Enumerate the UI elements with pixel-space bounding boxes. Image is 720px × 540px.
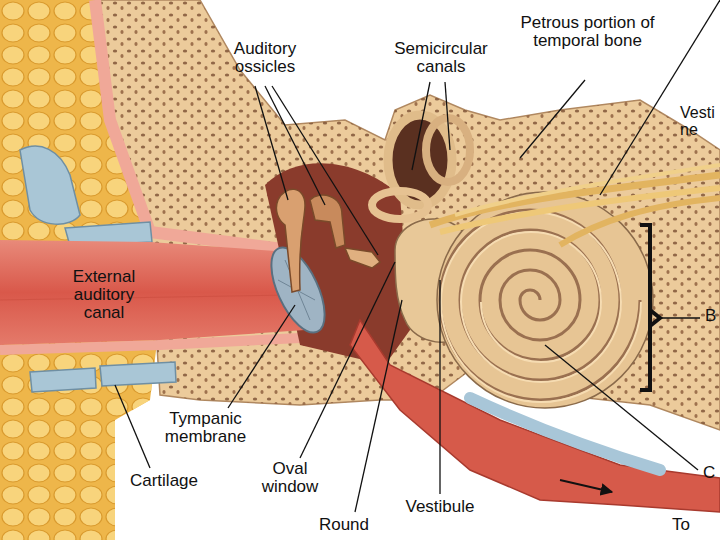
cochlea-part [441, 212, 641, 402]
nerves-part [440, 188, 720, 232]
cartilage-pieces-part [30, 368, 96, 392]
temporal-bone [95, 0, 720, 430]
part-label: B [705, 307, 719, 325]
ossicles [276, 189, 380, 292]
leader-lines-part [445, 82, 450, 150]
cartilage-pieces-part [100, 362, 176, 386]
ossicles-part [276, 189, 305, 292]
part-label: Auditory ossicles [210, 40, 320, 76]
bracket-part [640, 225, 660, 390]
external-canal-part [0, 240, 305, 345]
leader-lines-part [355, 300, 402, 512]
nerves-part [560, 198, 720, 245]
bracket [640, 225, 700, 390]
leader-lines-part [545, 345, 698, 470]
leader-lines-part [228, 305, 295, 408]
part-label: Cartilage [118, 472, 210, 490]
auditory-tube-part [470, 398, 660, 470]
semicircular-canals-part [372, 191, 428, 219]
part-label: External auditory canal [54, 268, 154, 322]
leader-lines-part [265, 86, 325, 205]
part-label: Tympanic membrane [148, 410, 263, 446]
external-canal [0, 240, 305, 345]
external-canal-part [0, 295, 290, 300]
part-label: To [672, 516, 712, 534]
leader-lines-part [300, 262, 395, 458]
nerves-part [430, 175, 720, 225]
part-label: Semicircular canals [382, 40, 500, 76]
nerves [430, 165, 720, 245]
cartilage-pieces-part [20, 146, 80, 224]
bracket-part [660, 317, 700, 318]
part-label: C [703, 464, 719, 482]
temporal-bone-part [95, 0, 720, 430]
leader-lines [115, 0, 720, 512]
leader-lines-part [439, 280, 440, 494]
part-label: Vestibule [395, 498, 485, 516]
skin-lining-part [95, 0, 290, 250]
leader-lines-part [115, 385, 150, 468]
part-label: Petrous portion of temporal bone [520, 14, 655, 50]
nerves-part [455, 165, 720, 215]
leader-lines-part [272, 86, 378, 255]
part-label: Round [312, 516, 376, 534]
semicircular-canals [372, 115, 470, 219]
leader-lines-part [412, 82, 430, 170]
part-label: Vesti ne [680, 105, 718, 139]
leader-lines-part [520, 80, 585, 158]
auditory-tube-part [560, 480, 612, 492]
temporal-bone-part [95, 0, 720, 430]
ossicles-part [310, 195, 345, 248]
part-label: Oval window [252, 460, 328, 496]
